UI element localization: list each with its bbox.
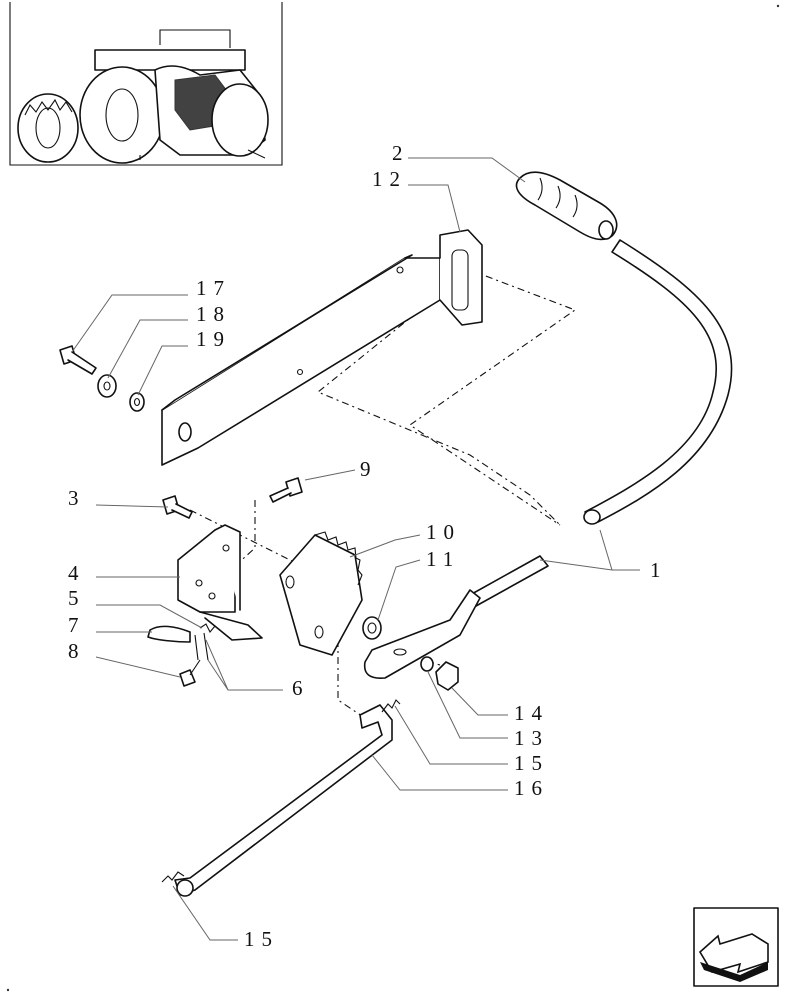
back-arrow-icon[interactable] — [693, 907, 779, 987]
callout-9: 9 — [360, 457, 378, 481]
callout-19: 19 — [196, 327, 231, 351]
handle-bar-part-1 — [583, 239, 733, 525]
callout-labels: 2 12 17 18 19 9 3 10 11 4 1 5 7 8 6 14 1… — [68, 141, 668, 951]
bolt-part-8 — [179, 659, 201, 687]
callout-1: 1 — [650, 558, 668, 582]
bolt-part-3 — [162, 495, 193, 519]
rod-part-16 — [174, 704, 393, 897]
nut-part-19 — [129, 392, 145, 412]
callout-2: 2 — [392, 141, 410, 165]
spring-part-5 — [199, 623, 216, 633]
clip-part-15-lower — [161, 871, 185, 883]
callout-15-upper: 15 — [514, 751, 549, 775]
callout-5: 5 — [68, 586, 86, 610]
callout-12: 12 — [372, 167, 407, 191]
notched-plate-part-10 — [279, 531, 363, 656]
grip-part-2 — [515, 171, 618, 241]
pin-part-6 — [194, 632, 209, 661]
callout-11: 11 — [426, 547, 460, 571]
callout-8: 8 — [68, 639, 86, 663]
lever-plate — [363, 555, 549, 679]
callout-13: 13 — [514, 726, 549, 750]
washer-part-13 — [420, 656, 434, 672]
bolt-part-9 — [269, 477, 303, 503]
callout-6: 6 — [292, 676, 310, 700]
callout-18: 18 — [196, 302, 231, 326]
callout-15-lower: 15 — [244, 927, 279, 951]
callout-17: 17 — [196, 276, 231, 300]
tractor-thumbnail-icon — [9, 2, 283, 166]
washer-part-18 — [97, 374, 117, 398]
bracket-part-4 — [177, 524, 263, 641]
callout-7: 7 — [68, 613, 86, 637]
leader-lines — [71, 157, 640, 941]
clip-part-15-upper — [381, 699, 401, 713]
callout-16: 16 — [514, 776, 549, 800]
bolt-part-17 — [59, 345, 97, 375]
callout-14: 14 — [514, 701, 549, 725]
knob-part-7 — [147, 625, 191, 643]
callout-3: 3 — [68, 486, 86, 510]
spacer-part-11 — [362, 616, 382, 640]
callout-10: 10 — [426, 520, 461, 544]
nut-part-14 — [435, 661, 459, 691]
bracket-part-12 — [161, 229, 483, 466]
callout-4: 4 — [68, 561, 86, 585]
